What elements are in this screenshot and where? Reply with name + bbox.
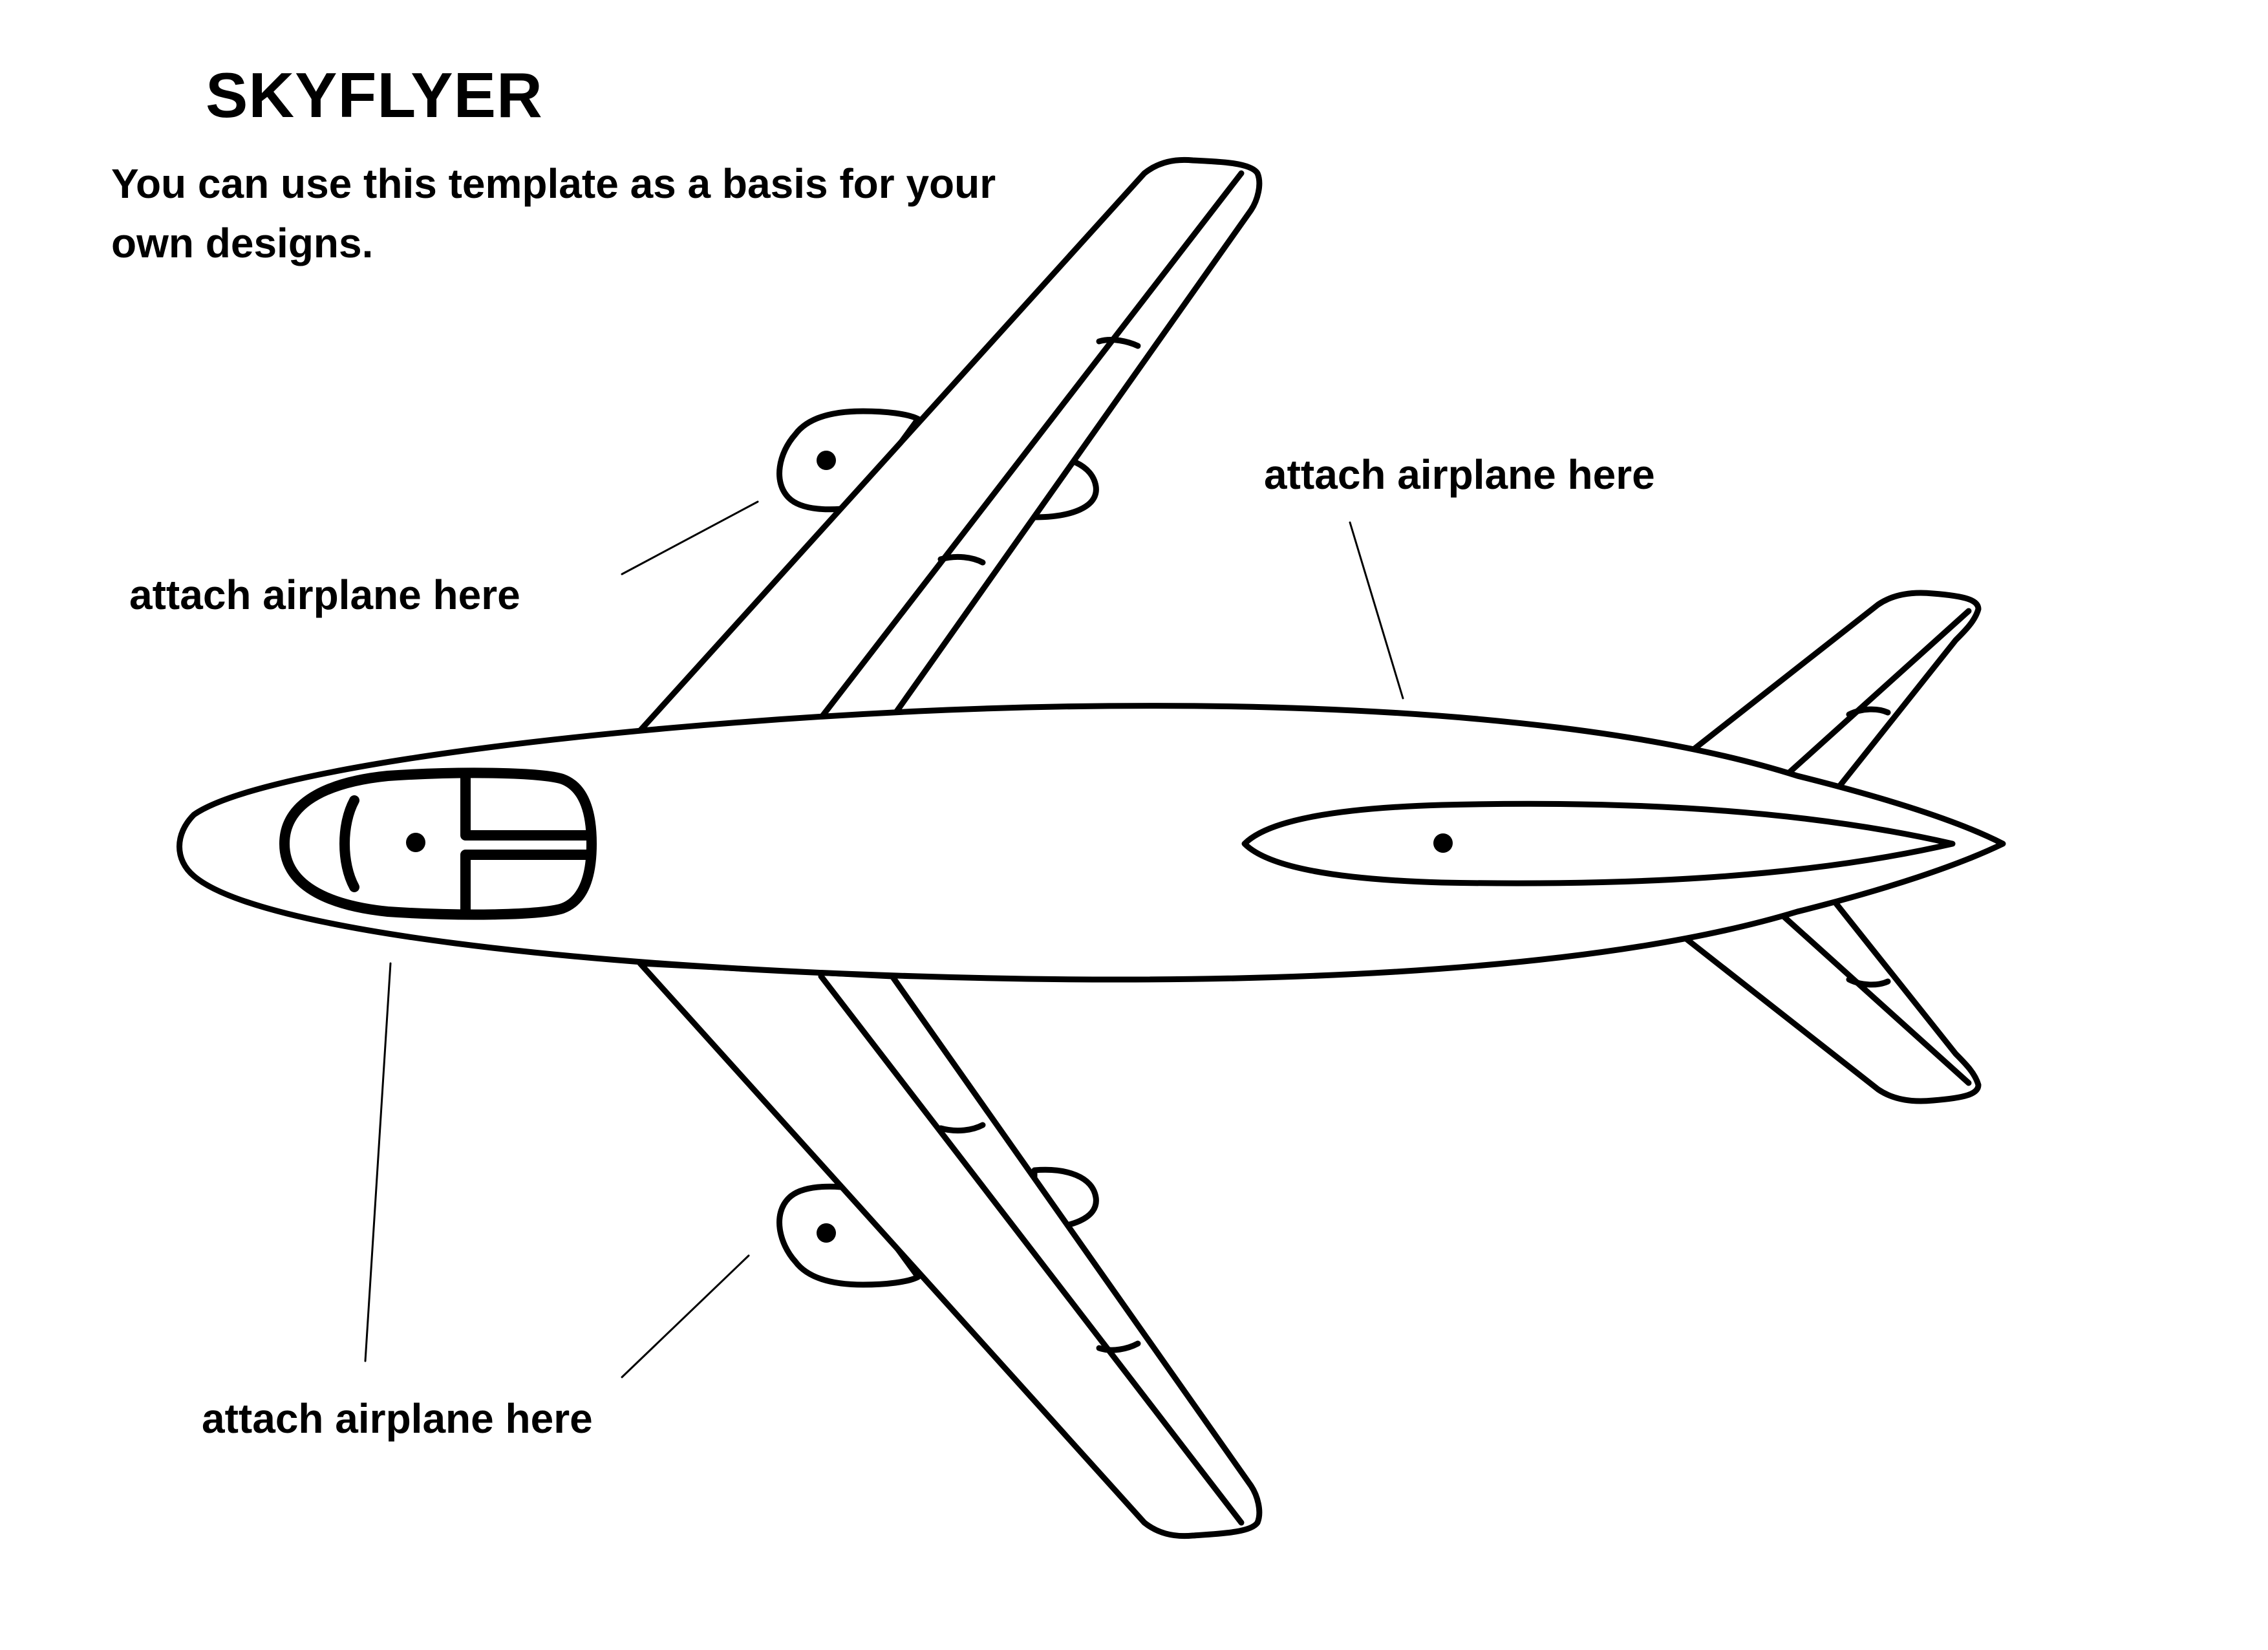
- cockpit-canopy-strut-upper: [460, 772, 595, 841]
- tailplane-lower-line: [1771, 905, 1972, 1086]
- wing-upper: [637, 156, 1263, 734]
- leader-line-right: [1349, 521, 1404, 700]
- attach-point-wing-lower: [817, 1223, 836, 1243]
- attach-label-bottom: attach airplane here: [202, 1395, 593, 1442]
- leader-line-nose: [364, 962, 392, 1362]
- attach-label-right: attach airplane here: [1264, 451, 1655, 498]
- wing-lower-aileron-line: [1096, 1340, 1141, 1353]
- wing-lower-panel-line: [937, 1122, 986, 1134]
- attach-point-nose: [406, 833, 425, 852]
- tailplane-upper-line: [1771, 608, 1972, 789]
- page-subtitle: You can use this template as a basis for…: [111, 160, 996, 266]
- tailplane-upper-panel: [1846, 706, 1891, 718]
- leader-line-left: [621, 500, 759, 575]
- attach-point-wing-upper: [817, 451, 836, 470]
- attach-point-tail: [1433, 833, 1453, 853]
- wing-upper-flap-line: [818, 170, 1245, 721]
- dorsal-fin: [1241, 800, 1956, 886]
- attach-label-left: attach airplane here: [129, 572, 520, 618]
- tailplane-upper: [1665, 590, 1982, 802]
- wing-upper-panel-line: [937, 553, 986, 566]
- page-title: SKYFLYER: [206, 59, 543, 131]
- wing-lower-flap-line: [818, 973, 1245, 1526]
- wing-lower: [637, 960, 1263, 1539]
- tailplane-lower-panel: [1846, 976, 1891, 988]
- tailplane-lower: [1665, 892, 1982, 1104]
- engine-pod-lower: [776, 1183, 921, 1288]
- engine-pod-upper: [776, 408, 921, 513]
- leader-line-bottom: [621, 1254, 750, 1378]
- cockpit-canopy-bow: [339, 795, 359, 892]
- wing-upper-aileron-line: [1096, 337, 1141, 349]
- cockpit-canopy-frame: [279, 767, 597, 920]
- fuselage: [177, 703, 2006, 983]
- cockpit-canopy-strut-lower: [460, 850, 595, 916]
